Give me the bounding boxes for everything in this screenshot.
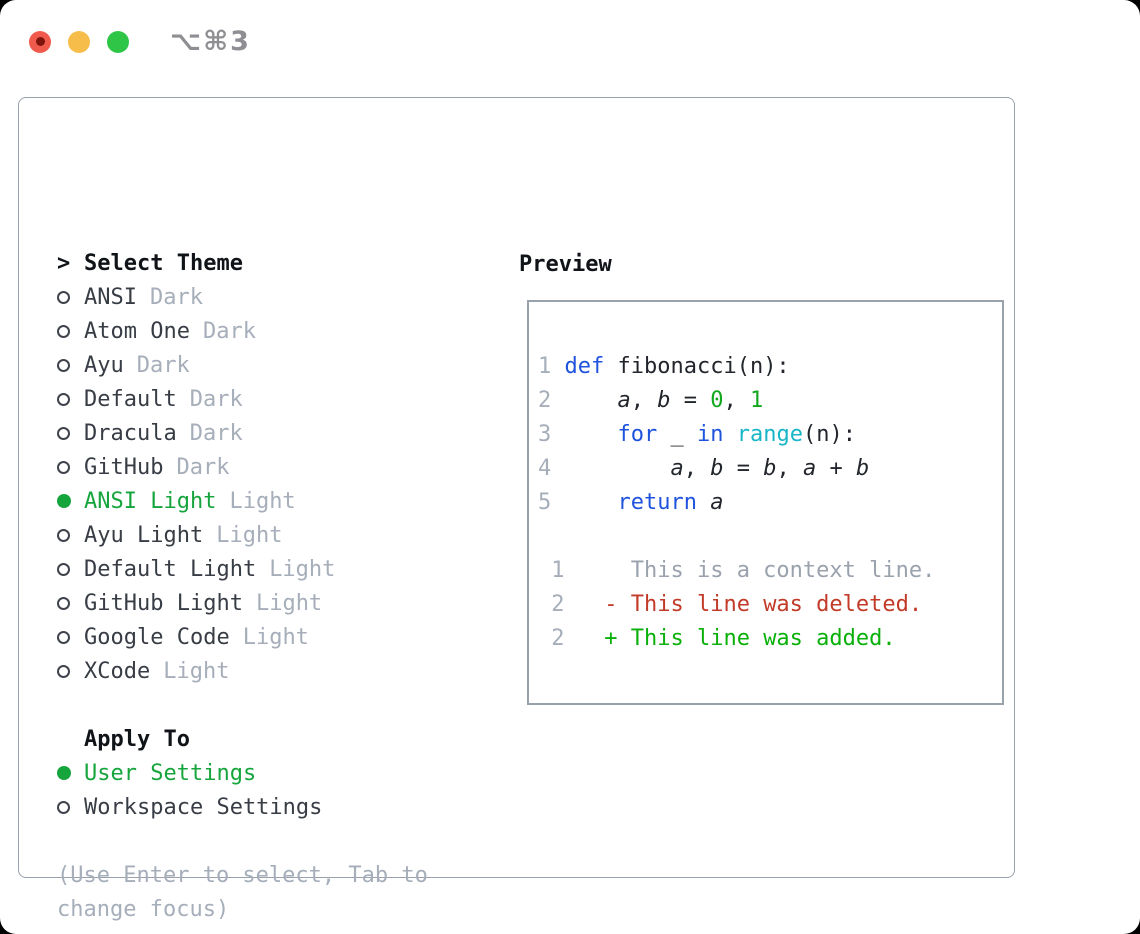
- option-label: Atom One: [84, 318, 190, 344]
- window-shortcut-label: ⌥⌘3: [170, 26, 251, 57]
- theme-option[interactable]: Ayu Light Light: [57, 518, 428, 552]
- radio-unselected-icon: [57, 664, 70, 678]
- zoom-button-icon[interactable]: [107, 30, 129, 53]
- theme-variant-label: Light: [163, 658, 230, 684]
- theme-variant-label: Dark: [189, 386, 243, 412]
- radio-unselected-icon: [57, 562, 70, 576]
- option-label: XCode: [84, 658, 151, 684]
- titlebar: ⌥⌘3: [29, 26, 251, 57]
- theme-option[interactable]: Default Dark: [57, 382, 428, 416]
- theme-list-header: > Select Theme: [57, 246, 428, 280]
- apply-to-option[interactable]: Workspace Settings: [57, 790, 428, 824]
- preview-code-line: 1 def fibonacci(n):: [538, 353, 790, 379]
- theme-option[interactable]: Atom One Dark: [57, 314, 428, 348]
- radio-unselected-icon: [57, 392, 70, 406]
- radio-unselected-icon: [57, 460, 70, 474]
- option-label: Google Code: [84, 624, 230, 650]
- theme-variant-label: Light: [255, 590, 323, 616]
- theme-option[interactable]: GitHub Light Light: [57, 586, 428, 620]
- option-label: ANSI: [84, 284, 137, 310]
- radio-unselected-icon: [57, 324, 70, 338]
- theme-option[interactable]: GitHub Dark: [57, 450, 428, 484]
- radio-unselected-icon: [57, 528, 70, 542]
- minimize-button-icon[interactable]: [68, 30, 90, 53]
- preview-diff-line: 2 + This line was added.: [538, 625, 896, 651]
- radio-unselected-icon: [57, 596, 70, 610]
- theme-variant-label: Dark: [136, 352, 190, 378]
- radio-unselected-icon: [57, 358, 70, 372]
- apply-to-option[interactable]: User Settings: [57, 756, 428, 790]
- preview-diff-line: 2 - This line was deleted.: [538, 591, 923, 617]
- spacer: [57, 688, 428, 722]
- preview-title: Preview: [519, 251, 612, 277]
- theme-option[interactable]: Default Light Light: [57, 552, 428, 586]
- option-label: GitHub: [84, 454, 164, 480]
- theme-variant-label: Light: [242, 624, 309, 650]
- help-text-line: (Use Enter to select, Tab to: [57, 862, 428, 888]
- theme-option[interactable]: Ayu Dark: [57, 348, 428, 382]
- option-label: Default Light: [84, 556, 257, 582]
- theme-variant-label: Dark: [176, 454, 230, 480]
- option-label: GitHub Light: [84, 590, 243, 616]
- theme-variant-label: Dark: [149, 284, 203, 310]
- theme-list-title: Select Theme: [84, 250, 243, 276]
- help-text-line: change focus): [57, 896, 230, 922]
- theme-variant-label: Light: [229, 488, 296, 514]
- preview-diff-line: 1 This is a context line.: [538, 557, 936, 583]
- preview-box: 1 def fibonacci(n): 2 a, b = 0, 1 3 for _ …: [527, 300, 1004, 705]
- theme-variant-label: Light: [216, 522, 283, 548]
- preview-code-line: 4 a, b = b, a + b: [538, 455, 870, 481]
- apply-to-title: Apply To: [84, 726, 190, 752]
- radio-unselected-icon: [57, 426, 70, 440]
- option-label: User Settings: [84, 760, 257, 786]
- radio-unselected-icon: [57, 630, 70, 644]
- theme-option[interactable]: XCode Light: [57, 654, 428, 688]
- cursor-icon: >: [57, 250, 71, 276]
- preview-code-line: 2 a, b = 0, 1: [538, 387, 764, 413]
- theme-option[interactable]: Dracula Dark: [57, 416, 428, 450]
- theme-variant-label: Dark: [202, 318, 256, 344]
- theme-option[interactable]: ANSI Light Light: [57, 484, 428, 518]
- preview-code-line: 5 return a: [538, 489, 724, 515]
- option-label: Default: [84, 386, 177, 412]
- close-button-icon[interactable]: [29, 30, 51, 53]
- option-label: Dracula: [84, 420, 177, 446]
- theme-variant-label: Light: [269, 556, 336, 582]
- option-label: Ayu: [84, 352, 124, 378]
- code-preview: 1 def fibonacci(n): 2 a, b = 0, 1 3 for _ …: [538, 349, 935, 655]
- theme-option[interactable]: ANSI Dark: [57, 280, 428, 314]
- radio-selected-icon: [57, 766, 71, 780]
- apply-to-header: Apply To: [57, 722, 428, 756]
- blank-line: [538, 519, 935, 553]
- radio-selected-icon: [57, 494, 71, 508]
- theme-option[interactable]: Google Code Light: [57, 620, 428, 654]
- option-label: ANSI Light: [84, 488, 217, 514]
- spacer: [57, 824, 428, 858]
- radio-unselected-icon: [57, 290, 70, 304]
- preview-code-line: 3 for _ in range(n):: [538, 421, 856, 447]
- option-label: Ayu Light: [84, 522, 204, 548]
- radio-unselected-icon: [57, 800, 70, 814]
- theme-variant-label: Dark: [189, 420, 243, 446]
- option-label: Workspace Settings: [84, 794, 323, 820]
